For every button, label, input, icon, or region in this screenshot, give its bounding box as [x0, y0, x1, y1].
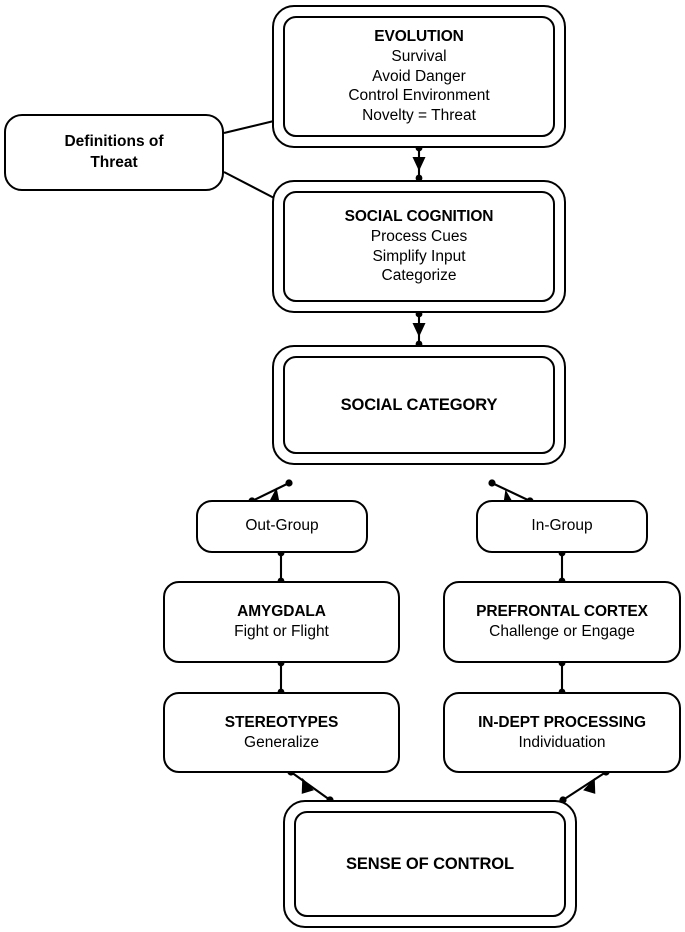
social-category-title: SOCIAL CATEGORY — [340, 395, 498, 414]
node-sense-of-control[interactable]: SENSE OF CONTROL — [283, 800, 577, 928]
node-prefrontal-cortex[interactable]: PREFRONTAL CORTEX Challenge or Engage — [443, 581, 681, 663]
arrowhead-in-dept-to-sense — [583, 777, 596, 794]
node-stereotypes[interactable]: STEREOTYPES Generalize — [163, 692, 400, 773]
prefrontal-cortex-title: PREFRONTAL CORTEX — [476, 603, 648, 621]
connector-definitions-to-evolution — [223, 118, 279, 135]
connector-social-category-to-in-group — [491, 482, 531, 502]
node-in-group[interactable]: In-Group — [476, 500, 648, 553]
amygdala-title: AMYGDALA — [237, 603, 326, 621]
node-evolution[interactable]: EVOLUTION Survival Avoid Danger Control … — [272, 5, 566, 148]
amygdala-subtitle: Fight or Flight — [234, 623, 329, 640]
edge-dot — [488, 479, 496, 487]
arrowhead-social-cognition-to-social-category — [412, 323, 426, 337]
node-out-group[interactable]: Out-Group — [196, 500, 368, 553]
evolution-line-3: Control Environment — [348, 87, 490, 105]
prefrontal-cortex-subtitle: Challenge or Engage — [489, 623, 635, 640]
social-cognition-title: SOCIAL COGNITION — [344, 207, 494, 225]
social-cognition-line-2: Simplify Input — [372, 247, 466, 265]
social-cognition-line-3: Categorize — [381, 267, 457, 285]
node-social-category-inner: SOCIAL CATEGORY — [283, 356, 555, 454]
edge-dot — [285, 479, 293, 487]
arrowhead-evolution-to-social-cognition — [412, 157, 426, 171]
evolution-line-4: Novelty = Threat — [362, 107, 476, 125]
social-cognition-line-1: Process Cues — [370, 227, 468, 245]
in-dept-processing-subtitle: Individuation — [518, 733, 606, 751]
connector-definitions-to-social-cognition — [223, 171, 279, 201]
node-in-dept-processing[interactable]: IN-DEPT PROCESSING Individuation — [443, 692, 681, 773]
connector-social-category-to-out-group — [251, 482, 290, 502]
definitions-label-line1: Definitions of — [64, 132, 164, 150]
arrowhead-stereotypes-to-sense — [301, 777, 314, 794]
node-social-cognition-inner: SOCIAL COGNITION Process Cues Simplify I… — [283, 191, 555, 302]
sense-of-control-title: SENSE OF CONTROL — [346, 854, 514, 873]
node-definitions-of-threat[interactable]: Definitions of Threat — [4, 114, 224, 191]
node-social-cognition[interactable]: SOCIAL COGNITION Process Cues Simplify I… — [272, 180, 566, 313]
connector-stereotypes-to-sense-of-control — [290, 771, 331, 801]
node-evolution-inner: EVOLUTION Survival Avoid Danger Control … — [283, 16, 555, 137]
out-group-label: Out-Group — [245, 517, 319, 535]
definitions-label-line2: Threat — [90, 153, 138, 171]
evolution-line-1: Survival — [391, 47, 447, 65]
evolution-line-2: Avoid Danger — [372, 67, 466, 85]
stereotypes-title: STEREOTYPES — [224, 713, 339, 731]
in-group-label: In-Group — [531, 517, 593, 535]
evolution-title: EVOLUTION — [374, 27, 464, 45]
node-sense-of-control-inner: SENSE OF CONTROL — [294, 811, 566, 917]
connector-in-dept-to-sense-of-control — [562, 771, 607, 801]
node-amygdala[interactable]: AMYGDALA Fight or Flight — [163, 581, 400, 663]
in-dept-processing-title: IN-DEPT PROCESSING — [478, 713, 646, 731]
node-social-category[interactable]: SOCIAL CATEGORY — [272, 345, 566, 465]
stereotypes-subtitle: Generalize — [244, 733, 319, 751]
